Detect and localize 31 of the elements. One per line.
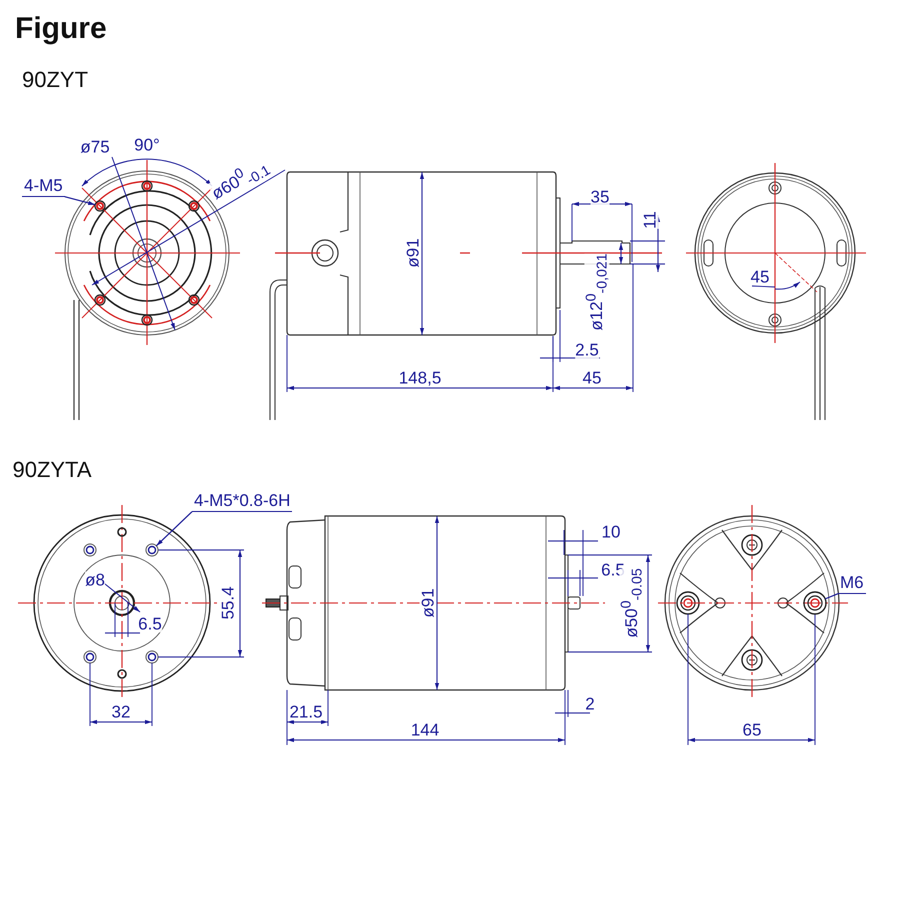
dimension-label: 148,5: [398, 370, 442, 386]
dimension-label: 55.4: [220, 586, 236, 620]
dimension-label: ø91: [404, 238, 422, 268]
leader-line: [824, 593, 838, 600]
dimension-label: 90°: [134, 136, 160, 154]
figure-title: Figure: [15, 14, 107, 44]
dimension-label: 35: [590, 188, 610, 206]
dimension-label: 45: [582, 370, 602, 386]
mounting-hole: [94, 200, 106, 212]
dimension-label: 45: [750, 268, 770, 286]
dimension-label: 32: [112, 704, 130, 720]
dimension-label: 11: [642, 211, 658, 229]
callout-text: M6: [838, 574, 866, 594]
leader-line: [156, 511, 192, 546]
dimension-label: 2: [585, 696, 595, 712]
leader-line: [64, 196, 96, 206]
callout-text: 4-M5: [22, 177, 65, 197]
dimension-label: 6.5: [138, 616, 162, 632]
dimension-label: 21.5: [289, 704, 323, 720]
dimension-label: 65: [742, 722, 762, 738]
dimension-label: 10: [602, 524, 620, 540]
mounting-hole: [146, 544, 158, 556]
view-heading: 90ZYT: [22, 69, 88, 91]
dimension-label: ø8: [85, 572, 105, 588]
view-heading: 90ZYTA: [12, 459, 92, 481]
dimension-label: 144: [410, 722, 440, 738]
dimension-label: ø91: [420, 588, 436, 618]
dimension-label: 2.5: [575, 342, 599, 358]
dimension-label: ø75: [80, 138, 110, 156]
callout-text: 4-M5*0.8-6H: [192, 492, 292, 512]
mounting-hole: [803, 591, 827, 615]
